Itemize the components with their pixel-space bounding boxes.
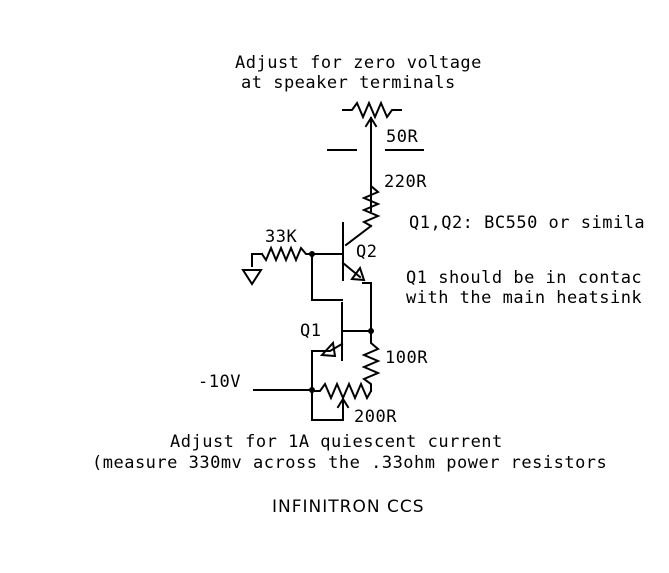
label-50r: 50R: [386, 127, 418, 147]
label-200r: 200R: [354, 407, 397, 427]
label-q2: Q2: [356, 242, 377, 262]
trimmer-200r-symbol: [311, 381, 373, 421]
resistor-100r-symbol: [361, 330, 381, 392]
transistor-type-note: Q1,Q2: BC550 or simila: [409, 213, 645, 233]
quiescent-note-line2: (measure 330mv across the .33ohm power r…: [92, 453, 607, 473]
label-supply: -10V: [198, 372, 241, 392]
label-33k: 33K: [265, 227, 297, 247]
heatsink-note-line2: with the main heatsink: [406, 288, 642, 308]
label-100r: 100R: [385, 348, 428, 368]
diagram-title: INFINITRON CCS: [272, 497, 424, 517]
ground-icon: [241, 269, 263, 286]
q2-transistor-symbol: [311, 222, 372, 332]
resistor-220r-symbol: [344, 179, 381, 247]
junction-dot: [368, 328, 374, 334]
trimmer-50r-symbol: [327, 100, 402, 212]
junction-dot: [309, 251, 315, 257]
label-q1: Q1: [300, 321, 321, 341]
resistor-33k-symbol: [251, 245, 313, 267]
offset-note-line1: Adjust for zero voltage: [235, 53, 482, 73]
label-220r: 220R: [384, 172, 427, 192]
quiescent-note-line1: Adjust for 1A quiescent current: [170, 432, 503, 452]
offset-note-line2: at speaker terminals: [241, 73, 456, 93]
junction-dot: [309, 387, 315, 393]
q1-transistor-symbol: [311, 253, 372, 421]
heatsink-note-line1: Q1 should be in contac: [406, 268, 642, 288]
